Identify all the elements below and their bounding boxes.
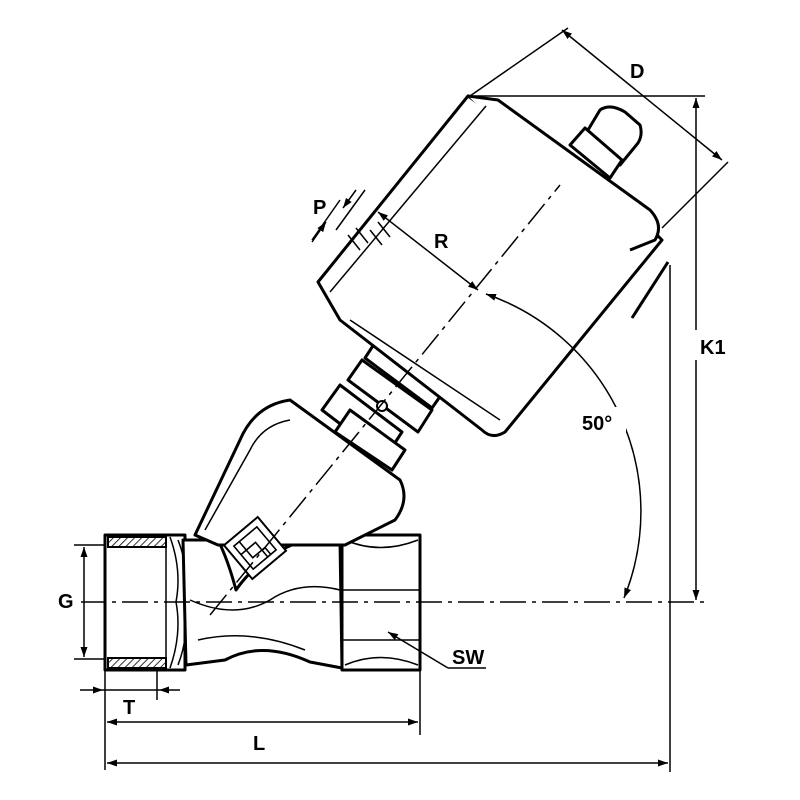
stem-coupling: [346, 358, 434, 434]
left-port-thread-bottom: [107, 657, 167, 669]
label-p: P: [313, 197, 326, 219]
label-t: T: [123, 697, 135, 719]
label-k1: K1: [700, 337, 726, 359]
left-port-thread-top: [107, 536, 167, 548]
dimension-g: G: [55, 544, 105, 660]
neck-inner-line: [204, 419, 291, 531]
dimension-sw: SW: [387, 631, 486, 669]
actuator-cap: [467, 94, 661, 252]
actuator-inner-edge: [329, 105, 487, 293]
body-neck: [193, 398, 406, 547]
dimension-overall-width: [107, 265, 671, 772]
stem-nut-lower-2: [333, 408, 407, 472]
actuator-side-edge: [349, 319, 501, 421]
label-g: G: [58, 591, 74, 613]
label-sw: SW: [452, 647, 484, 669]
actuator: [316, 94, 670, 437]
dimension-angle: 50°: [485, 293, 642, 599]
manufacturer-logo: [222, 515, 288, 581]
valve-axis-centerline: [209, 184, 561, 616]
dimension-k1: K1: [474, 95, 740, 600]
label-l: L: [253, 733, 265, 755]
dimension-r: R: [377, 211, 479, 291]
dimension-p: P: [311, 189, 366, 243]
dimension-l: L: [107, 670, 421, 755]
label-angle: 50°: [582, 413, 612, 435]
body-lower-curve: [197, 635, 306, 651]
valve-body: [103, 398, 422, 672]
vent-hole: [376, 400, 388, 412]
dimension-t: T: [80, 670, 180, 770]
actuator-right-bracket: [630, 261, 670, 319]
label-d: D: [630, 61, 644, 83]
right-hex-curve-bot: [344, 656, 419, 666]
label-r: R: [434, 231, 449, 253]
